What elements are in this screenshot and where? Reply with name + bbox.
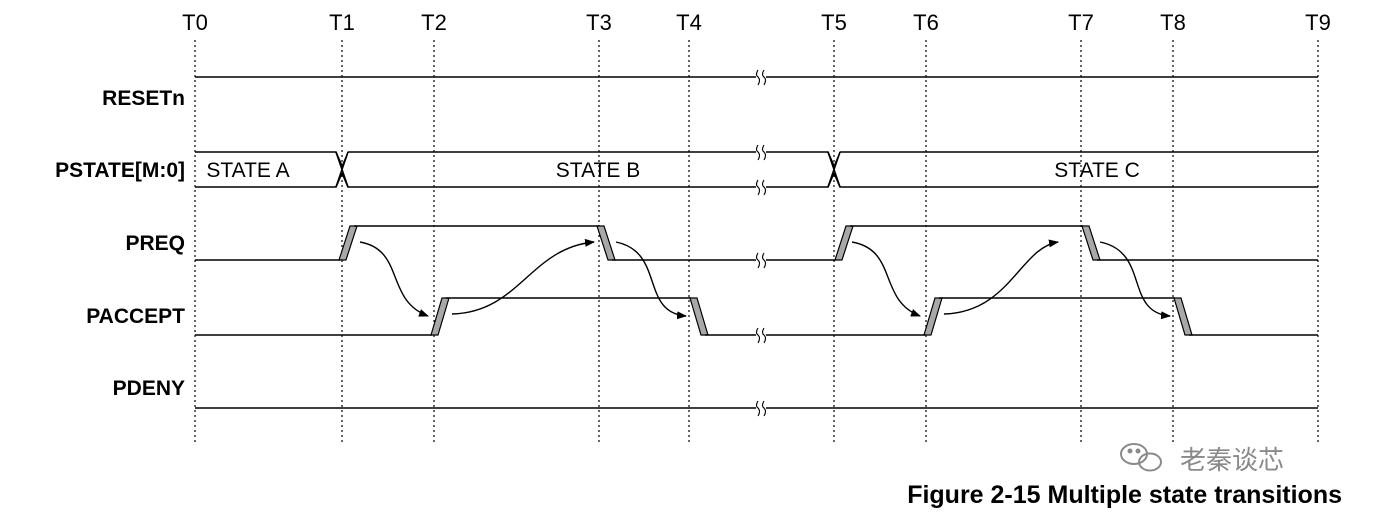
- waveform-preq: [195, 225, 1318, 261]
- preq-fall-edge-1: [596, 225, 616, 261]
- figure-caption: Figure 2-15 Multiple state transitions: [907, 481, 1342, 509]
- time-marker-t7: T7: [1068, 10, 1094, 35]
- time-marker-t2: T2: [421, 10, 447, 35]
- time-marker-t6: T6: [913, 10, 939, 35]
- time-marker-t8: T8: [1160, 10, 1186, 35]
- time-marker-labels: T0 T1 T2 T3 T4 T5 T6 T7 T8 T9: [182, 10, 1331, 35]
- arrow-preq-to-paccept-3: [851, 241, 921, 317]
- waveform-pstate: STATE A STATE B STATE C: [195, 151, 1318, 188]
- arrow-preq-to-paccept-4: [1099, 241, 1171, 320]
- time-break-markers: [755, 69, 767, 417]
- time-marker-t3: T3: [586, 10, 612, 35]
- arrow-paccept-to-preq-2: [943, 239, 1059, 315]
- arrow-preq-to-paccept-2: [615, 241, 687, 320]
- signal-label-pstate: PSTATE[M:0]: [55, 159, 185, 182]
- time-marker-t4: T4: [676, 10, 702, 35]
- waveform-paccept: [195, 297, 1318, 336]
- state-label-c: STATE C: [1054, 159, 1140, 182]
- signal-label-pdeny: PDENY: [113, 377, 185, 400]
- signal-label-paccept: PACCEPT: [86, 305, 185, 328]
- handshake-arrows: [359, 238, 1171, 320]
- watermark: 老秦谈芯: [1120, 443, 1284, 476]
- paccept-rise-edge-2: [923, 297, 943, 336]
- state-label-b: STATE B: [556, 159, 640, 182]
- time-marker-t0: T0: [182, 10, 208, 35]
- paccept-fall-edge-2: [1173, 297, 1193, 336]
- arrow-paccept-to-preq-1: [451, 238, 595, 315]
- time-marker-t9: T9: [1305, 10, 1331, 35]
- signal-label-resetn: RESETn: [102, 87, 185, 110]
- state-label-a: STATE A: [206, 159, 289, 182]
- signal-labels: RESETn PSTATE[M:0] PREQ PACCEPT PDENY: [55, 87, 185, 400]
- watermark-text: 老秦谈芯: [1180, 446, 1284, 476]
- time-marker-t1: T1: [329, 10, 355, 35]
- preq-rise-edge-2: [834, 225, 854, 261]
- arrow-preq-to-paccept-1: [359, 241, 429, 317]
- wechat-icon: [1120, 443, 1162, 472]
- time-marker-t5: T5: [821, 10, 847, 35]
- preq-fall-edge-2: [1081, 225, 1101, 261]
- paccept-fall-edge-1: [689, 297, 709, 336]
- signal-label-preq: PREQ: [125, 232, 185, 255]
